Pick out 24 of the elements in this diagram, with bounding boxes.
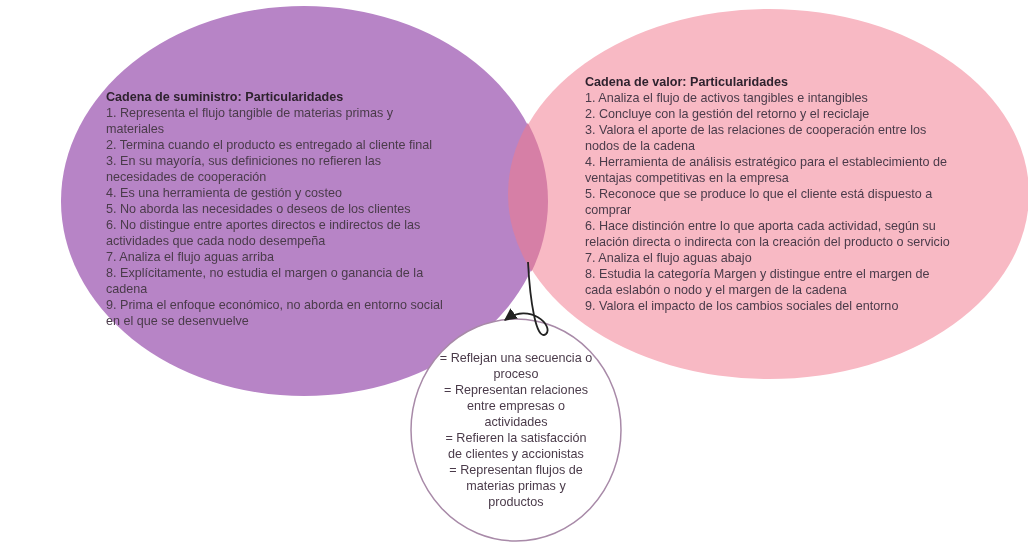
list-item: 2. Concluye con la gestión del retorno y el reciclaje	[585, 106, 871, 122]
list-item: = Representan flujos de materias primas y productos	[448, 462, 584, 510]
list-item: 7. Analiza el flujo aguas arriba	[106, 249, 276, 265]
heading: Cadena de suministro: Particularidades	[106, 89, 345, 105]
list-item: 5. Reconoce que se produce lo que el cliente está dispuesto a comprar	[585, 186, 934, 218]
list-item: 9. Prima el enfoque económico, no aborda en entorno social en el que se desenvuelve	[106, 297, 444, 329]
list-item: 3. Valora el aporte de las relaciones de cooperación entre los nodos de la cadena	[585, 122, 928, 154]
list-item: 1. Representa el flujo tangible de materias primas y materiales	[106, 105, 394, 137]
list-item: 7. Analiza el flujo aguas abajo	[585, 250, 753, 266]
list-item: 9. Valora el impacto de los cambios sociales del entorno	[585, 298, 900, 314]
list-item: 4. Es una herramienta de gestión y costeo	[106, 185, 343, 201]
list-item: = Reflejan una secuencia o proceso	[438, 350, 594, 382]
list-item: 2. Termina cuando el producto es entregado al cliente final	[106, 137, 434, 153]
list-item: 1. Analiza el flujo de activos tangibles e intangibles	[585, 90, 869, 106]
list-item: 5. No aborda las necesidades o deseos de los clientes	[106, 201, 412, 217]
list-item: = Refieren la satisfacción de clientes y accionistas	[444, 430, 588, 462]
list-item: 8. Explícitamente, no estudia el margen o ganancia de la cadena	[106, 265, 425, 297]
list-item: = Representan relaciones entre empresas o actividades	[443, 382, 589, 430]
heading: Cadena de valor: Particularidades	[585, 74, 789, 90]
list-item: 6. No distingue entre aportes directos e indirectos de las actividades que cada nodo desempeña	[106, 217, 422, 249]
list-item: 8. Estudia la categoría Margen y distingue entre el margen de cada eslabón o nodo y el margen de la cadena	[585, 266, 931, 298]
list-item: 6. Hace distinción entre lo que aporta cada actividad, según su relación directa o indirecta con la creación del producto o servicio	[585, 218, 951, 250]
list-item: 4. Herramienta de análisis estratégico para el establecimiento de ventajas competitivas en la empresa	[585, 154, 948, 186]
list-item: 3. En su mayoría, sus definiciones no refieren las necesidades de cooperación	[106, 153, 383, 185]
